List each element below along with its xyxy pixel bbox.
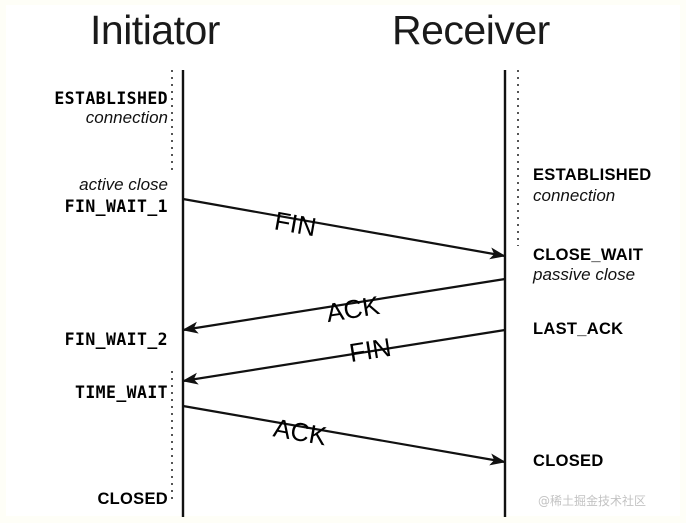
receiver-state-close-wait: CLOSE_WAIT (533, 246, 644, 264)
initiator-state-fin-wait-2: FIN_WAIT_2 (64, 330, 168, 349)
initiator-state-established: ESTABLISHED (54, 89, 168, 108)
message-arrow-ack-4 (182, 404, 506, 466)
message-arrows-group (182, 197, 506, 466)
initiator-note-connection: connection (85, 108, 168, 127)
column-title-initiator: Initiator (90, 7, 220, 53)
receiver-note-passive-close: passive close (533, 265, 636, 284)
receiver-note-connection: connection (533, 186, 616, 205)
message-arrow-fin-3 (182, 328, 506, 385)
initiator-note-active-close: active close (79, 175, 168, 194)
message-arrow-fin-1 (182, 197, 506, 260)
lifelines-group (181, 70, 507, 517)
message-label-fin-3: FIN (347, 331, 394, 369)
initiator-state-time-wait: TIME_WAIT (74, 383, 168, 402)
watermark-text: @稀土掘金技术社区 (538, 494, 647, 508)
column-title-receiver: Receiver (392, 7, 550, 53)
dotted-guides-group (171, 70, 519, 500)
initiator-state-fin-wait-1: FIN_WAIT_1 (64, 197, 168, 216)
receiver-state-closed: CLOSED (533, 452, 604, 470)
message-arrow-ack-2 (182, 277, 506, 334)
receiver-state-established: ESTABLISHED (533, 166, 652, 184)
initiator-state-closed: CLOSED (97, 490, 168, 508)
receiver-state-last-ack: LAST_ACK (533, 320, 624, 338)
